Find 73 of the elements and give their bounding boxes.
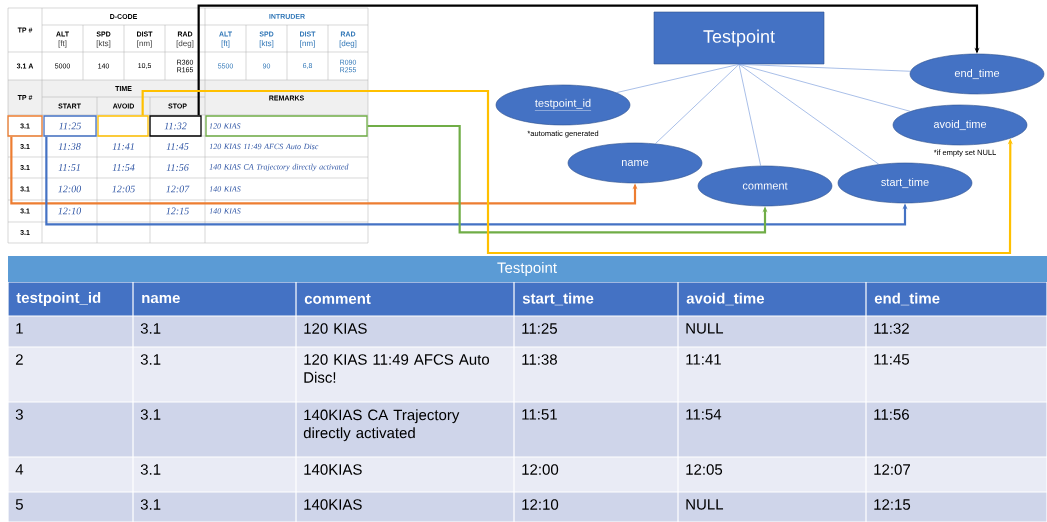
highlight-box: 11:25: [43, 115, 97, 137]
connector-line: [738, 64, 761, 167]
table-cell: 12:15: [866, 492, 1047, 522]
unit-label: [ft]: [58, 40, 67, 48]
handwritten-entry: 12:05: [112, 185, 135, 193]
table-cell: 12:10: [514, 492, 678, 522]
table-title-bar: Testpoint: [8, 256, 1047, 282]
handwritten-entry: 11:51: [58, 164, 80, 171]
connector-line: [738, 64, 911, 112]
column-header: start_time: [514, 282, 678, 316]
handwritten-entry: 140 KIAS: [209, 208, 241, 214]
table-cell: 2: [8, 347, 133, 402]
column-header: testpoint_id: [8, 282, 133, 316]
unit-label: [nm]: [137, 40, 152, 48]
column-header: name: [133, 282, 296, 316]
unit-label: [ft]: [221, 40, 230, 48]
table-cell: 11:38: [514, 347, 678, 402]
table-cell: NULL: [678, 316, 866, 347]
column-header: end_time: [866, 282, 1047, 316]
unit-label: [kts]: [259, 40, 274, 48]
table-cell: 3.1: [133, 457, 296, 492]
table-cell: 140KIAS CA Trajectory directly activated: [296, 402, 514, 457]
connector-line: [738, 64, 880, 165]
handwritten-entry: 12:00: [58, 185, 82, 193]
table-cell: 11:56: [866, 402, 1047, 457]
table-cell: 11:51: [514, 402, 678, 457]
handwritten-entry: 120 KIAS 11:49 AFCS Auto Disc: [209, 143, 319, 150]
connector-line: [655, 64, 740, 144]
table-cell: 5: [8, 492, 133, 522]
table-cell: 120 KIAS 11:49 AFCS Auto Disc!: [296, 347, 514, 402]
table-cell: 140KIAS: [296, 492, 514, 522]
handwritten-entry: 12:10: [58, 207, 82, 215]
table-cell: 4: [8, 457, 133, 492]
column-header: comment: [296, 282, 514, 316]
unit-label: [kts]: [96, 40, 111, 48]
highlight-box: 11:32: [149, 115, 202, 137]
connector-line: [738, 64, 911, 72]
table-cell: 12:00: [514, 457, 678, 492]
unit-label: [deg]: [176, 40, 194, 48]
table-cell: 3.1: [133, 402, 296, 457]
table-cell: 3.1: [133, 492, 296, 522]
column-header: avoid_time: [678, 282, 866, 316]
connector-arrow: [141, 89, 1013, 255]
handwritten-entry: 140 KIAS: [209, 186, 241, 192]
table-cell: 11:32: [866, 316, 1047, 347]
connector-arrow: [197, 4, 980, 116]
table-cell: 3.1: [133, 347, 296, 402]
handwritten-entry: 11:38: [58, 143, 81, 150]
table-cell: 120 KIAS: [296, 316, 514, 347]
table-cell: 140KIAS: [296, 457, 514, 492]
table-cell: 3: [8, 402, 133, 457]
table-cell: 11:41: [678, 347, 866, 402]
highlight-box: 120 KIAS: [205, 115, 368, 137]
unit-label: [nm]: [300, 40, 315, 48]
handwritten-entry: 11:45: [166, 143, 189, 150]
handwritten-entry: 11:41: [112, 143, 134, 150]
table-cell: NULL: [678, 492, 866, 522]
handwritten-entry: 12:07: [166, 185, 190, 193]
handwritten-entry: 11:56: [166, 164, 189, 171]
table-cell: 11:45: [866, 347, 1047, 402]
table-cell: 12:05: [678, 457, 866, 492]
handwritten-entry: 140 KIAS CA Trajectory directly activated: [209, 163, 349, 172]
connector-line: [616, 64, 740, 93]
handwritten-entry: 12:15: [166, 207, 189, 215]
table-cell: 1: [8, 316, 133, 347]
unit-label: [deg]: [339, 40, 357, 48]
table-cell: 3.1: [133, 316, 296, 347]
highlight-box: [97, 115, 149, 137]
handwritten-entry: 11:54: [112, 164, 135, 171]
table-cell: 12:07: [866, 457, 1047, 492]
entity-box: Testpoint: [653, 11, 825, 65]
table-cell: 11:25: [514, 316, 678, 347]
table-cell: 11:54: [678, 402, 866, 457]
